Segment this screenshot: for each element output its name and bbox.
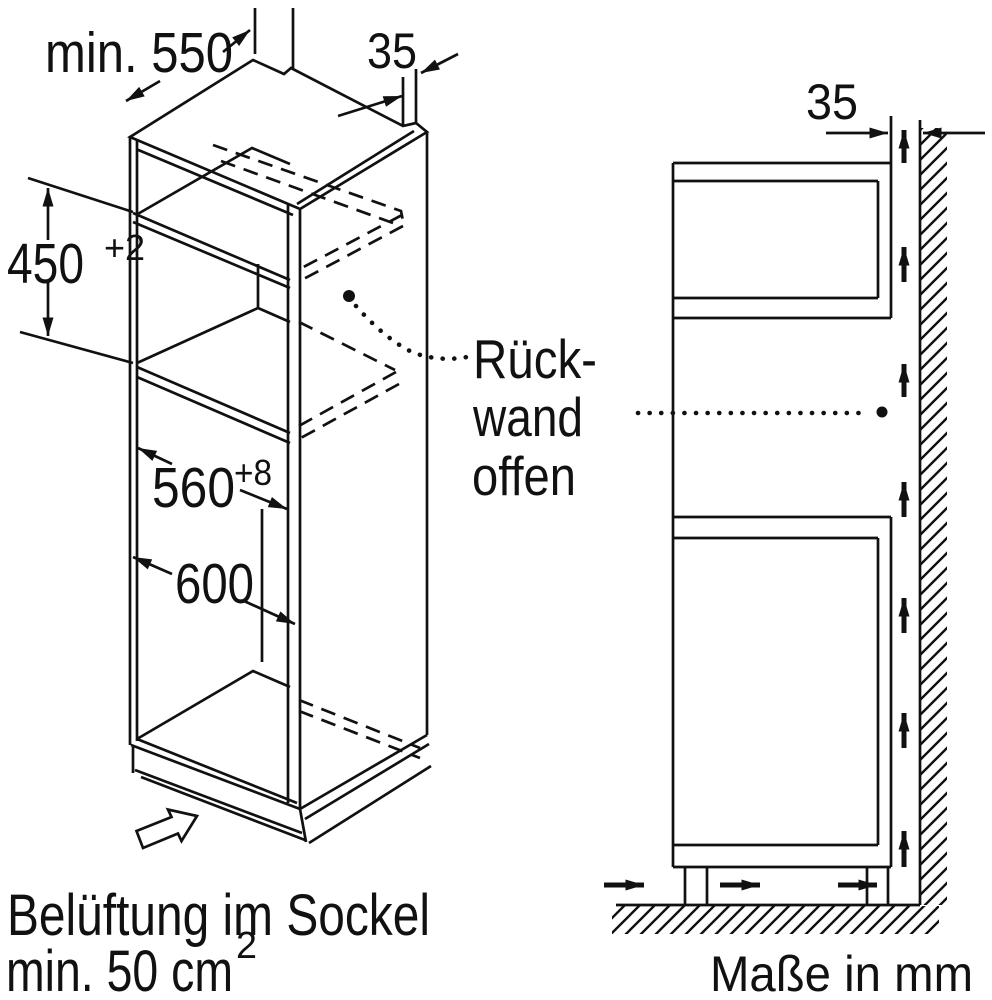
plinth-ventilation-arrow-icon — [134, 807, 200, 850]
backwall-leader-right — [635, 406, 888, 418]
cabinet-isometric-view: min. 550 35 450 +2 560 +8 — [6, 8, 597, 1000]
dimension-extension-lines — [401, 69, 418, 126]
dimension-label-35-rail: 35 — [367, 23, 417, 79]
ventilation-caption-line2: min. 50 cm — [6, 939, 233, 1000]
dimension-arrow — [222, 28, 251, 54]
dimension-label-min-550: min. 550 — [45, 21, 233, 85]
ventilation-caption-line1: Belüftung im Sockel — [7, 883, 430, 948]
dimension-arrow — [239, 488, 288, 511]
leader-anchor-dot — [343, 290, 355, 302]
ventilation-caption: Belüftung im Sockel min. 50 cm 2 — [6, 883, 430, 1000]
ventilation-caption-superscript: 2 — [236, 925, 257, 967]
dimension-label-450-tolerance: +2 — [104, 227, 145, 268]
backwall-note: Rück- wand offen — [343, 290, 597, 507]
dimension-arrow — [137, 446, 173, 466]
dimension-450-niche-height: 450 +2 — [7, 176, 145, 365]
dimension-label-600: 600 — [175, 552, 254, 616]
leader-dotted-line — [353, 303, 470, 362]
dimension-560-niche-width: 560 +8 — [137, 446, 288, 662]
dimension-min-550: min. 550 — [45, 8, 295, 103]
floor-hatching — [612, 906, 939, 934]
dimension-extension-lines — [19, 176, 134, 365]
cabinet-profile-lines — [616, 116, 922, 907]
dimension-arrow — [337, 94, 403, 118]
backwall-note-line2: wand — [472, 386, 583, 448]
leader-anchor-dot — [876, 406, 888, 418]
backwall-note-line3: offen — [472, 445, 576, 507]
dimension-extension-lines — [253, 8, 295, 70]
dimension-label-450: 450 — [7, 232, 84, 296]
dimension-label-560-tolerance: +8 — [234, 452, 272, 493]
dimension-arrow — [420, 52, 459, 75]
wall-hatching — [921, 128, 947, 905]
dimension-arrow — [243, 599, 296, 626]
dimension-label-560: 560 — [152, 456, 235, 520]
dimension-600-cabinet-width: 600 — [132, 552, 296, 626]
dimension-35-rail: 35 — [337, 23, 459, 126]
cabinet-outline-lines — [127, 58, 432, 845]
dimension-arrow — [132, 555, 173, 576]
dimension-label-35-gap: 35 — [806, 74, 858, 130]
open-back-dashed-lines — [212, 143, 421, 760]
dimension-arrow — [125, 79, 161, 103]
dimension-35-wall-gap: 35 — [806, 74, 985, 139]
backwall-note-line1: Rück- — [473, 328, 597, 390]
cabinet-side-view: 35 Maße in mm — [604, 74, 985, 1000]
units-caption: Maße in mm — [710, 946, 973, 1000]
